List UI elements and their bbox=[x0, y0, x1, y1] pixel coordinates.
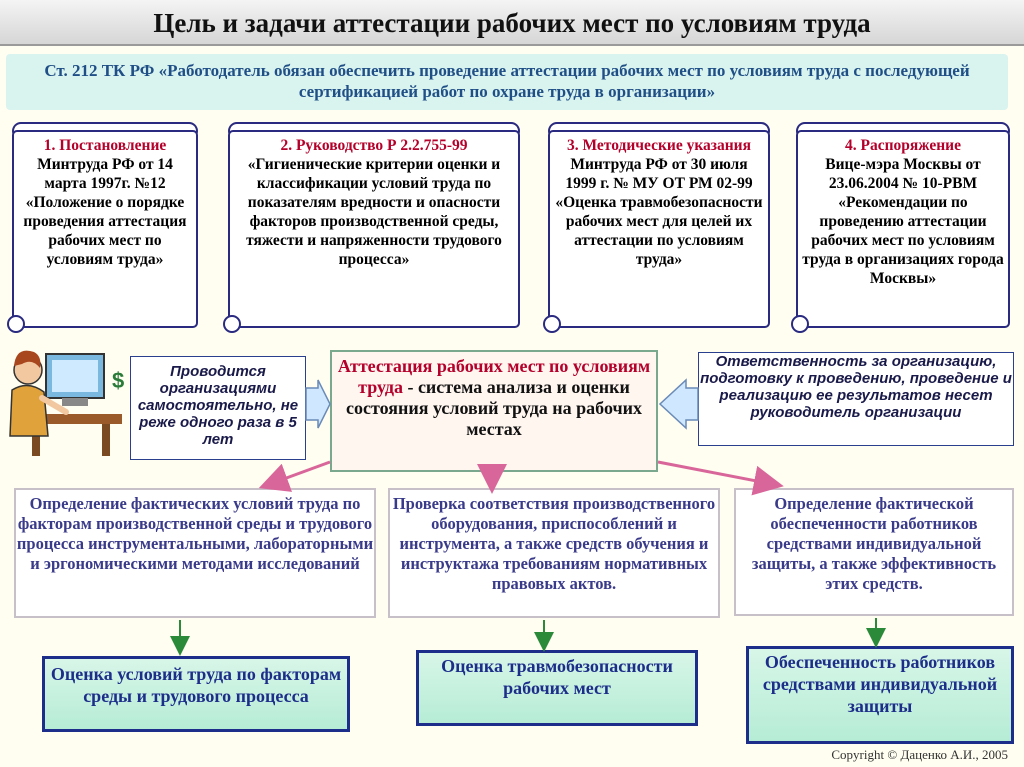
document-body: Вице-мэра Москвы от 23.06.2004 № 10-РВМ … bbox=[802, 156, 1004, 287]
document-scroll-3: 3. Методические указания Минтруда РФ от … bbox=[543, 122, 770, 333]
document-body: Минтруда РФ от 30 июля 1999 г. № МУ ОТ Р… bbox=[555, 156, 763, 268]
left-block-arrow bbox=[305, 379, 331, 429]
copyright: Copyright © Даценко А.И., 2005 bbox=[831, 747, 1008, 762]
right-note: Ответственность за организацию, подготов… bbox=[698, 352, 1014, 446]
central-text: - система анализа и оценки состояния усл… bbox=[345, 377, 642, 439]
task-box-1: Определение фактических условий труда по… bbox=[14, 488, 376, 618]
document-heading: 3. Методические указания bbox=[566, 137, 752, 154]
task-box-3: Определение фактической обеспеченности р… bbox=[734, 488, 1014, 616]
document-heading: 2. Руководство Р 2.2.755-99 bbox=[280, 137, 468, 154]
document-heading: 4. Распоряжение bbox=[845, 137, 961, 154]
page-title: Цель и задачи аттестации рабочих мест по… bbox=[0, 0, 1024, 46]
law-citation: Ст. 212 ТК РФ «Работодатель обязан обесп… bbox=[6, 54, 1008, 110]
document-body: «Гигиенические критерии оценки и классиф… bbox=[246, 156, 502, 268]
document-heading: 1. Постановление bbox=[43, 137, 167, 154]
task-box-2: Проверка соответствия производственного … bbox=[388, 488, 720, 618]
right-block-arrow bbox=[658, 378, 699, 430]
left-note: Проводится организациями самостоятельно,… bbox=[130, 356, 306, 460]
arrow-to-task-1 bbox=[258, 460, 331, 492]
arrow-to-task-3 bbox=[657, 460, 784, 496]
result-box-1: Оценка условий труда по факторам среды и… bbox=[42, 656, 350, 732]
result-box-3: Обеспеченность работников средствами инд… bbox=[746, 646, 1014, 744]
result-box-2: Оценка травмобезопасности рабочих мест bbox=[416, 650, 698, 726]
worker-at-computer-icon bbox=[9, 350, 122, 456]
dollar-icon: $ bbox=[112, 368, 125, 393]
document-body: Минтруда РФ от 14 марта 1997г. №12 «Поло… bbox=[23, 156, 187, 268]
central-highlight: Аттестация рабочих мест по условиям труд… bbox=[337, 356, 651, 397]
